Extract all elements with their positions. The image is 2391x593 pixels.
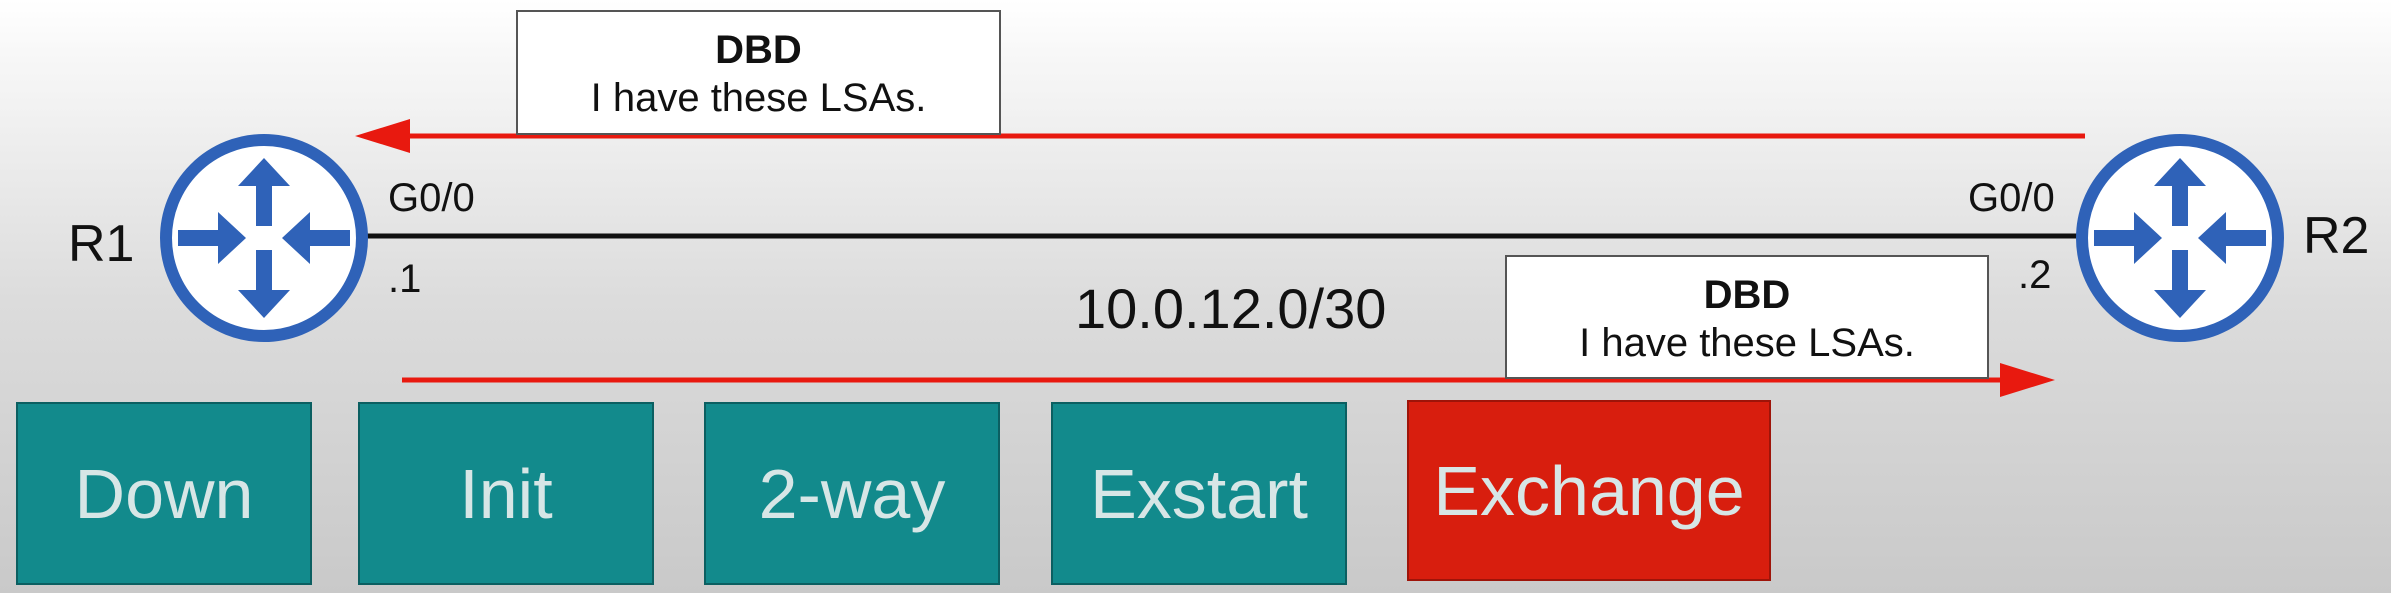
r1-interface: G0/0 (388, 176, 475, 220)
router-icon (166, 140, 362, 336)
arrow-r1-to-r2 (402, 363, 2055, 397)
r2-address: .2 (2018, 253, 2052, 297)
state-down: Down (16, 402, 312, 585)
state-exchange: Exchange (1407, 400, 1771, 581)
dbd-text: I have these LSAs. (590, 76, 927, 120)
state-2-way: 2-way (704, 402, 1000, 585)
link-subnet: 10.0.12.0/30 (1075, 277, 1387, 340)
router-icon (2082, 140, 2278, 336)
r2-name: R2 (2303, 207, 2370, 265)
arrow-r2-to-r1 (355, 119, 2085, 153)
state-exstart: Exstart (1051, 402, 1347, 585)
state-init: Init (358, 402, 654, 585)
r1-address: .1 (388, 257, 422, 301)
dbd-text: I have these LSAs. (1579, 321, 1915, 365)
r1-name: R1 (68, 215, 135, 273)
dbd-title: DBD (715, 28, 802, 72)
dbd-title: DBD (1703, 273, 1791, 317)
r2-interface: G0/0 (1968, 176, 2055, 220)
dbd-message-from-r1: DBD I have these LSAs. (1505, 255, 1989, 379)
dbd-message-from-r2: DBD I have these LSAs. (516, 10, 1001, 135)
